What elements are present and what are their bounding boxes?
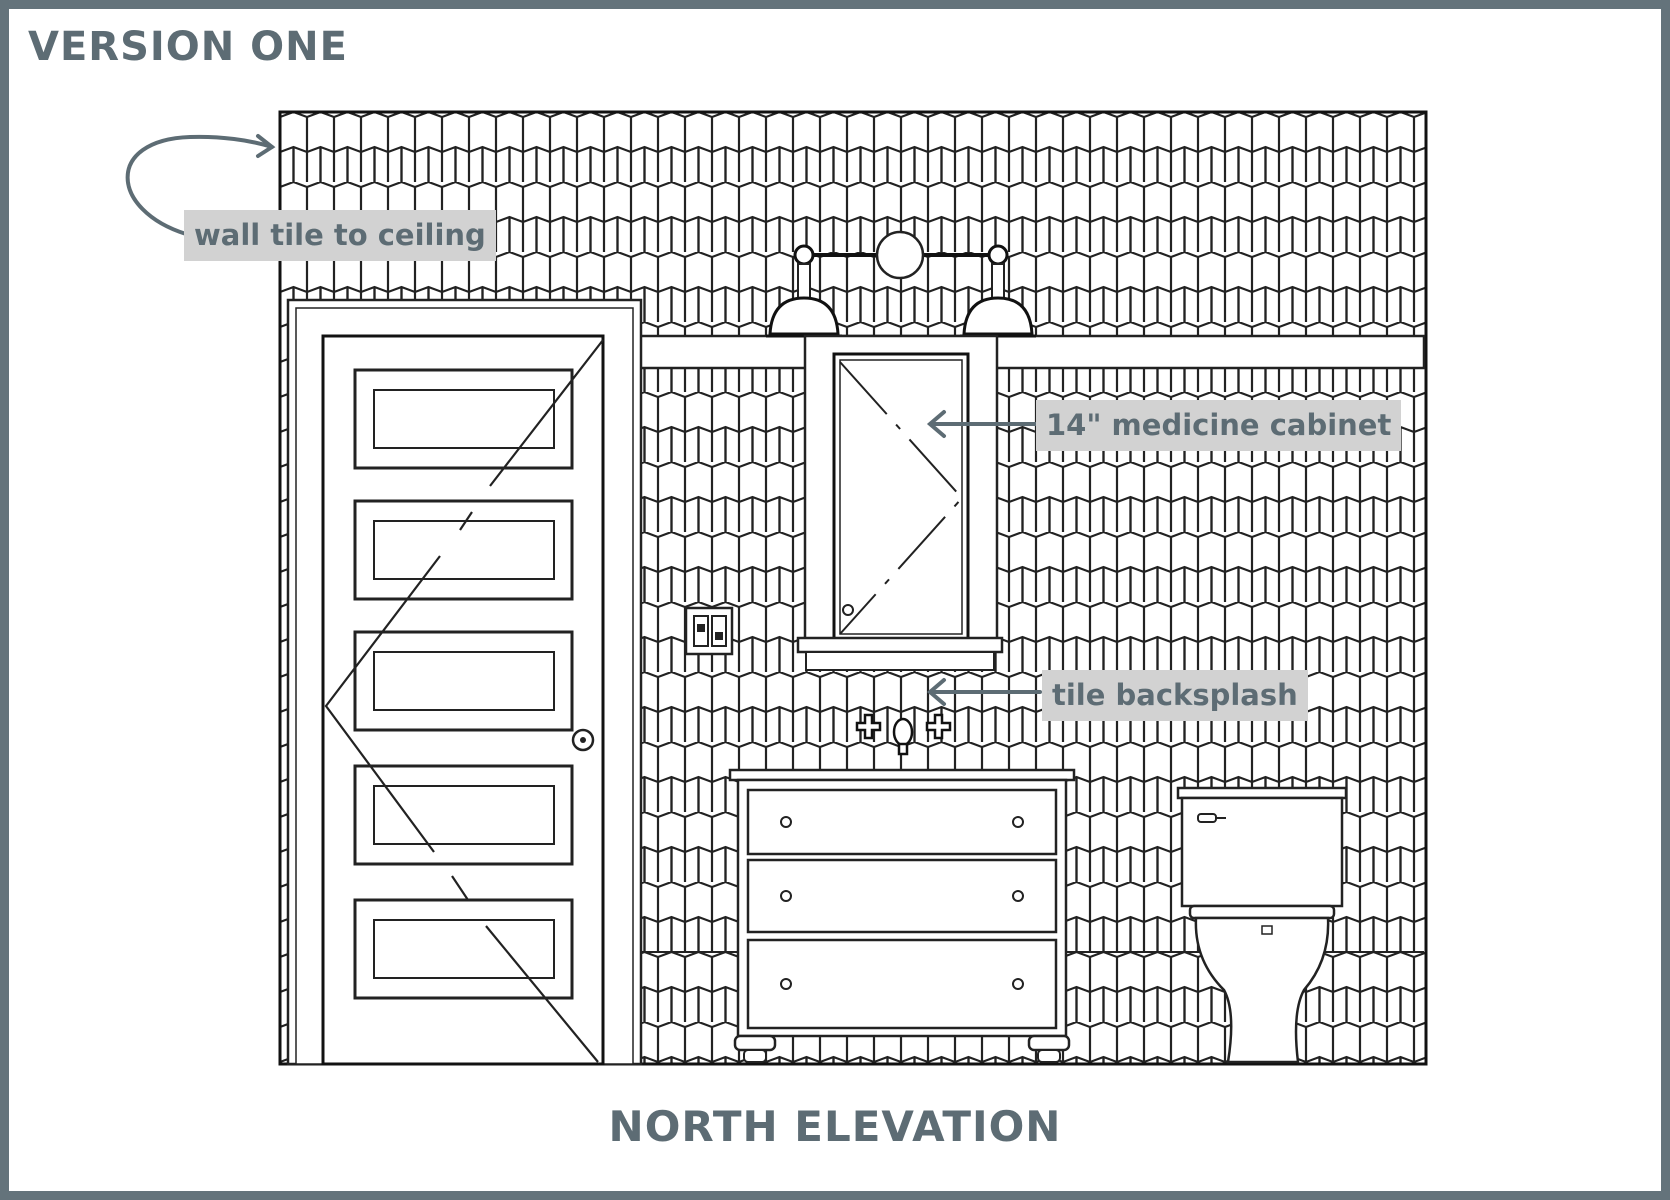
- light-switch: [684, 606, 734, 656]
- door-swing: [324, 339, 604, 1063]
- toilet: [1176, 786, 1348, 1064]
- door-panels: [353, 368, 574, 1000]
- elevation-title: NORTH ELEVATION: [608, 1102, 1062, 1151]
- faucet: [855, 713, 952, 756]
- medicine-cabinet-callout: 14" medicine cabinet: [1036, 400, 1402, 451]
- wall-tile-callout: wall tile to ceiling: [184, 210, 496, 261]
- wall-shelf: [638, 334, 1426, 370]
- version-title: VERSION ONE: [28, 24, 348, 70]
- wall-tile-arrow: [125, 134, 274, 236]
- vanity: [728, 768, 1076, 1063]
- backsplash-callout: tile backsplash: [1042, 670, 1308, 721]
- medicine-cabinet: [796, 334, 1004, 671]
- annotation-arrows: [125, 134, 1042, 706]
- door: [286, 298, 643, 1066]
- vanity-light: [766, 230, 1036, 338]
